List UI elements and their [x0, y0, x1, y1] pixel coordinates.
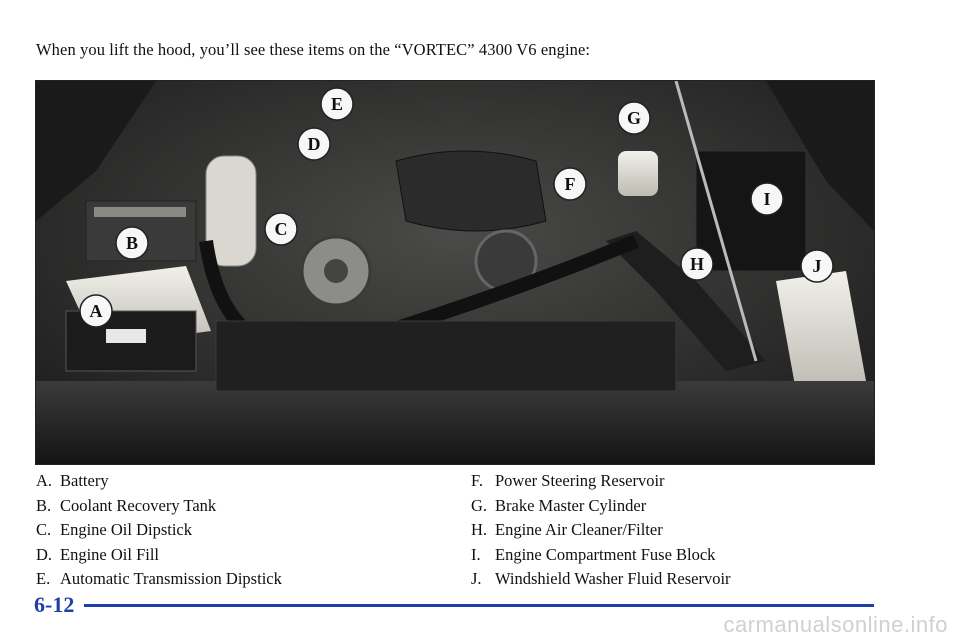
legend-label: Battery	[60, 471, 109, 490]
callout-e: E	[320, 87, 354, 121]
legend-item-e: E. Automatic Transmission Dipstick	[36, 567, 282, 592]
callout-g-label: G	[627, 108, 641, 128]
legend-letter: H.	[471, 520, 488, 540]
legend-item-f: F. Power Steering Reservoir	[471, 469, 731, 494]
callout-g: G	[617, 101, 651, 135]
watermark: carmanualsonline.info	[723, 612, 948, 637]
legend-letter: A.	[36, 471, 53, 490]
callout-d: D	[297, 127, 331, 161]
legend-letter: F.	[471, 471, 483, 490]
callout-f: F	[553, 167, 587, 201]
callout-j-label: J	[813, 256, 822, 276]
legend-label: Automatic Transmission Dipstick	[60, 569, 282, 589]
callout-a: A	[79, 294, 113, 328]
page-number: 6-12	[34, 592, 75, 617]
callout-c: C	[264, 212, 298, 246]
legend-label: Brake Master Cylinder	[495, 495, 647, 515]
legend-letter: J.	[471, 569, 482, 589]
legend-item-h: H. Engine Air Cleaner/Filter	[471, 518, 731, 543]
callout-a-label: A	[90, 301, 103, 321]
legend-label: Engine Oil Dipstick	[60, 520, 192, 540]
callout-b-label: B	[126, 233, 138, 253]
legend-label: Coolant Recovery Tank	[60, 495, 217, 515]
legend-label: Engine Air Cleaner/Filter	[495, 520, 663, 540]
callout-h: H	[680, 247, 714, 281]
callout-j: J	[800, 249, 834, 283]
callout-b: B	[115, 226, 149, 260]
legend-right: F. Power Steering Reservoir G. Brake Maste…	[471, 469, 731, 592]
engine-compartment-photo: A B C D E F G	[35, 80, 875, 465]
legend-label: Engine Compartment Fuse Block	[495, 544, 716, 564]
intro-text: When you lift the hood, you’ll see these…	[36, 40, 591, 59]
legend-left: A. Battery B. Coolant Recovery Tank C. Engi…	[36, 469, 282, 592]
callout-f-label: F	[565, 174, 576, 194]
legend-letter: G.	[471, 495, 488, 515]
legend-letter: C.	[36, 520, 52, 540]
legend-item-g: G. Brake Master Cylinder	[471, 494, 731, 519]
legend-item-a: A. Battery	[36, 469, 282, 494]
legend-letter: B.	[36, 495, 52, 515]
callout-h-label: H	[690, 254, 704, 274]
callout-e-label: E	[331, 94, 343, 114]
callout-i: I	[750, 182, 784, 216]
callout-i-label: I	[763, 189, 770, 209]
legend-letter: E.	[36, 569, 51, 589]
callout-d-label: D	[308, 134, 321, 154]
callout-c-label: C	[275, 219, 288, 239]
legend-label: Power Steering Reservoir	[495, 471, 665, 490]
legend-item-c: C. Engine Oil Dipstick	[36, 518, 282, 543]
legend-letter: D.	[36, 544, 53, 564]
legend-item-i: I. Engine Compartment Fuse Block	[471, 543, 731, 568]
legend-item-d: D. Engine Oil Fill	[36, 543, 282, 568]
footer-rule	[84, 604, 874, 607]
callouts: A B C D E F G	[79, 87, 834, 328]
legend-label: Windshield Washer Fluid Reservoir	[495, 569, 731, 589]
legend-item-b: B. Coolant Recovery Tank	[36, 494, 282, 519]
legend-label: Engine Oil Fill	[60, 544, 159, 564]
legend-item-j: J. Windshield Washer Fluid Reservoir	[471, 567, 731, 592]
legend-letter: I.	[471, 544, 481, 564]
